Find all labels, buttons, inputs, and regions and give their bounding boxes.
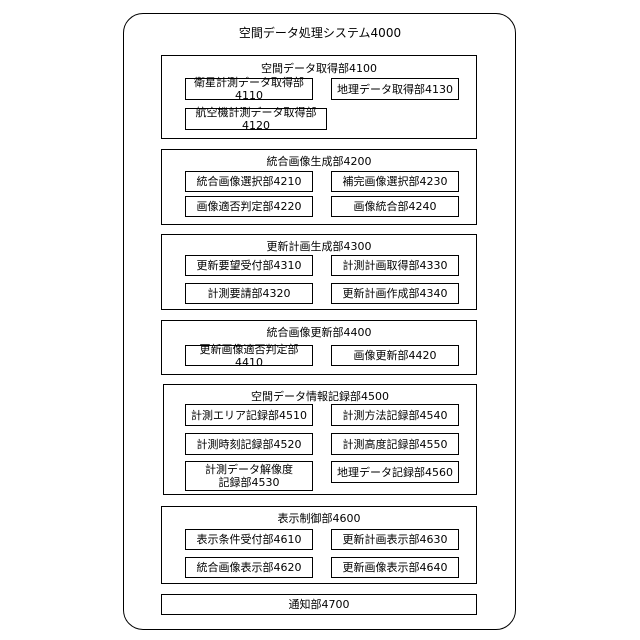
unit-4240: 画像統合部4240 xyxy=(331,196,459,217)
section-notification: 通知部4700 xyxy=(161,594,477,615)
unit-4530: 計測データ解像度記録部4530 xyxy=(185,461,313,491)
unit-4110: 衛星計測データ取得部4110 xyxy=(185,78,313,100)
unit-4630: 更新計画表示部4630 xyxy=(331,529,459,550)
section-title-4400: 統合画像更新部4400 xyxy=(161,326,477,339)
unit-4560: 地理データ記録部4560 xyxy=(331,461,459,483)
unit-4620: 統合画像表示部4620 xyxy=(185,557,313,578)
unit-4420: 画像更新部4420 xyxy=(331,345,459,366)
unit-4220: 画像適否判定部4220 xyxy=(185,196,313,217)
unit-4230: 補完画像選択部4230 xyxy=(331,171,459,192)
system-title: 空間データ処理システム4000 xyxy=(200,26,440,40)
section-title-4100: 空間データ取得部4100 xyxy=(161,62,477,75)
unit-4510: 計測エリア記録部4510 xyxy=(185,404,313,426)
section-title-4200: 統合画像生成部4200 xyxy=(161,155,477,168)
unit-4410: 更新画像適否判定部4410 xyxy=(185,345,313,366)
unit-4310: 更新要望受付部4310 xyxy=(185,255,313,276)
unit-4210: 統合画像選択部4210 xyxy=(185,171,313,192)
unit-4340: 更新計画作成部4340 xyxy=(331,283,459,304)
unit-4330: 計測計画取得部4330 xyxy=(331,255,459,276)
unit-4540: 計測方法記録部4540 xyxy=(331,404,459,426)
unit-4120: 航空機計測データ取得部4120 xyxy=(185,108,327,130)
unit-4610: 表示条件受付部4610 xyxy=(185,529,313,550)
unit-4640: 更新画像表示部4640 xyxy=(331,557,459,578)
section-title-4600: 表示制御部4600 xyxy=(161,512,477,525)
unit-4130: 地理データ取得部4130 xyxy=(331,78,459,100)
section-title-4500: 空間データ情報記録部4500 xyxy=(163,390,477,403)
unit-4320: 計測要請部4320 xyxy=(185,283,313,304)
unit-4550: 計測高度記録部4550 xyxy=(331,433,459,455)
section-title-4300: 更新計画生成部4300 xyxy=(161,240,477,253)
unit-4520: 計測時刻記録部4520 xyxy=(185,433,313,455)
